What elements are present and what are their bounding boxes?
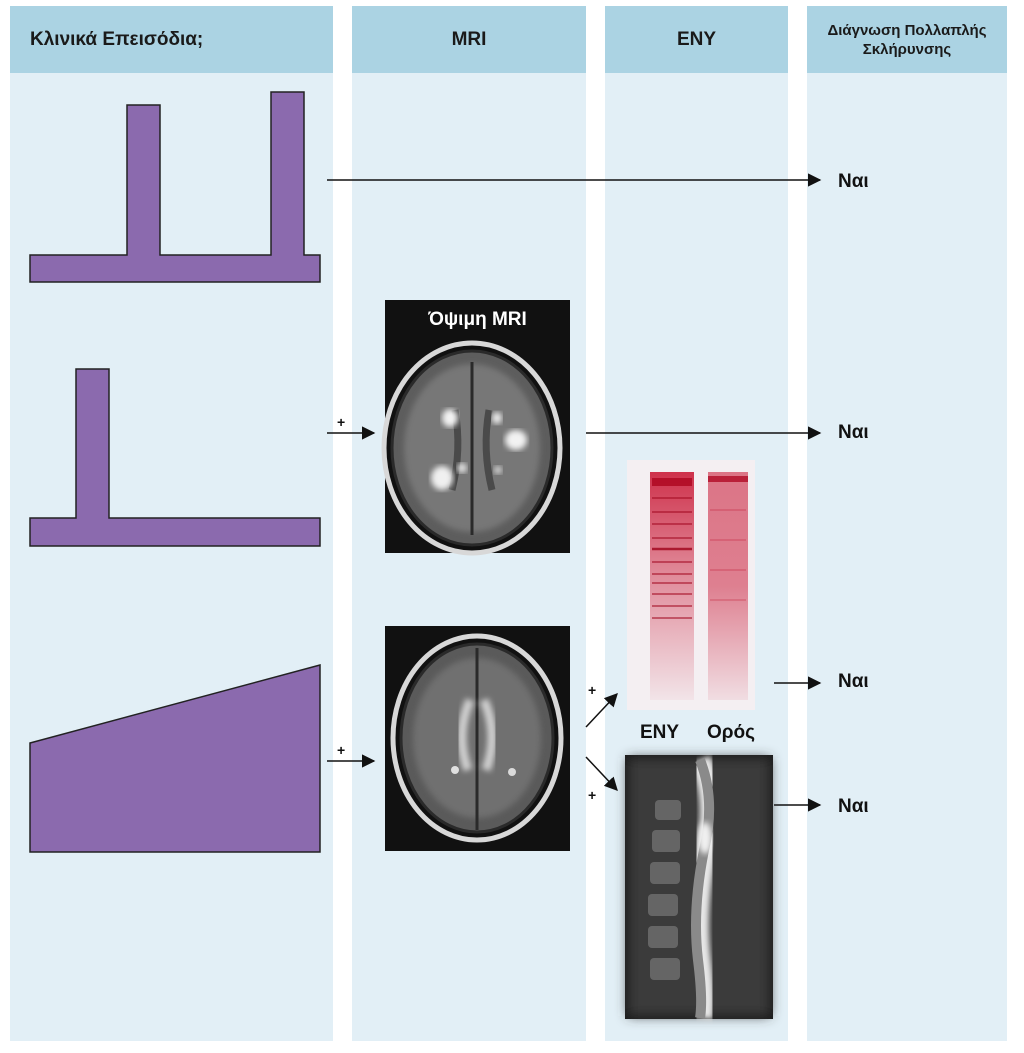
header-clinical-episodes: Κλινικά Επεισόδια; bbox=[10, 6, 333, 73]
serum-lane bbox=[708, 472, 748, 700]
diagnosis-result-row1: Ναι bbox=[838, 171, 869, 192]
header-ms-diagnosis-line1: Διάγνωση Πολλαπλής bbox=[827, 21, 987, 39]
diagnosis-result-csf: Ναι bbox=[838, 671, 869, 692]
header-ms-diagnosis-line2: Σκλήρυνσης bbox=[862, 40, 952, 58]
csf-lane-label: ENY bbox=[640, 722, 680, 743]
plus-sign-spine: + bbox=[588, 787, 597, 803]
episodes-progressive-shape bbox=[29, 664, 321, 853]
column-diagnosis-bg bbox=[807, 73, 1007, 1041]
late-mri-title: Όψιμη MRI bbox=[428, 309, 527, 330]
arrow-mri-to-spine bbox=[585, 756, 618, 791]
csf-lane bbox=[650, 472, 694, 700]
diagnosis-result-row2: Ναι bbox=[838, 422, 869, 443]
plus-sign-row2: + bbox=[337, 414, 346, 430]
episodes-two-relapses-shape bbox=[29, 91, 321, 283]
spinal-cord-mri-scan bbox=[625, 755, 773, 1020]
column-mri-bg bbox=[352, 73, 586, 1041]
plus-sign-csf: + bbox=[588, 682, 597, 698]
late-mri-brain-scan bbox=[381, 300, 570, 556]
csf-oligoclonal-bands-gel bbox=[627, 460, 755, 710]
mri-brain-scan-progressive bbox=[385, 626, 570, 851]
header-ms-diagnosis: Διάγνωση Πολλαπλής Σκλήρυνσης bbox=[807, 6, 1007, 73]
header-mri: MRI bbox=[352, 6, 586, 73]
diagnosis-result-spine: Ναι bbox=[838, 796, 869, 817]
plus-sign-row3: + bbox=[337, 742, 346, 758]
header-csf: ENY bbox=[605, 6, 788, 73]
arrow-mri-to-csf bbox=[585, 693, 618, 728]
episodes-single-relapse-shape bbox=[29, 368, 321, 547]
serum-lane-label: Ορός bbox=[707, 722, 756, 743]
